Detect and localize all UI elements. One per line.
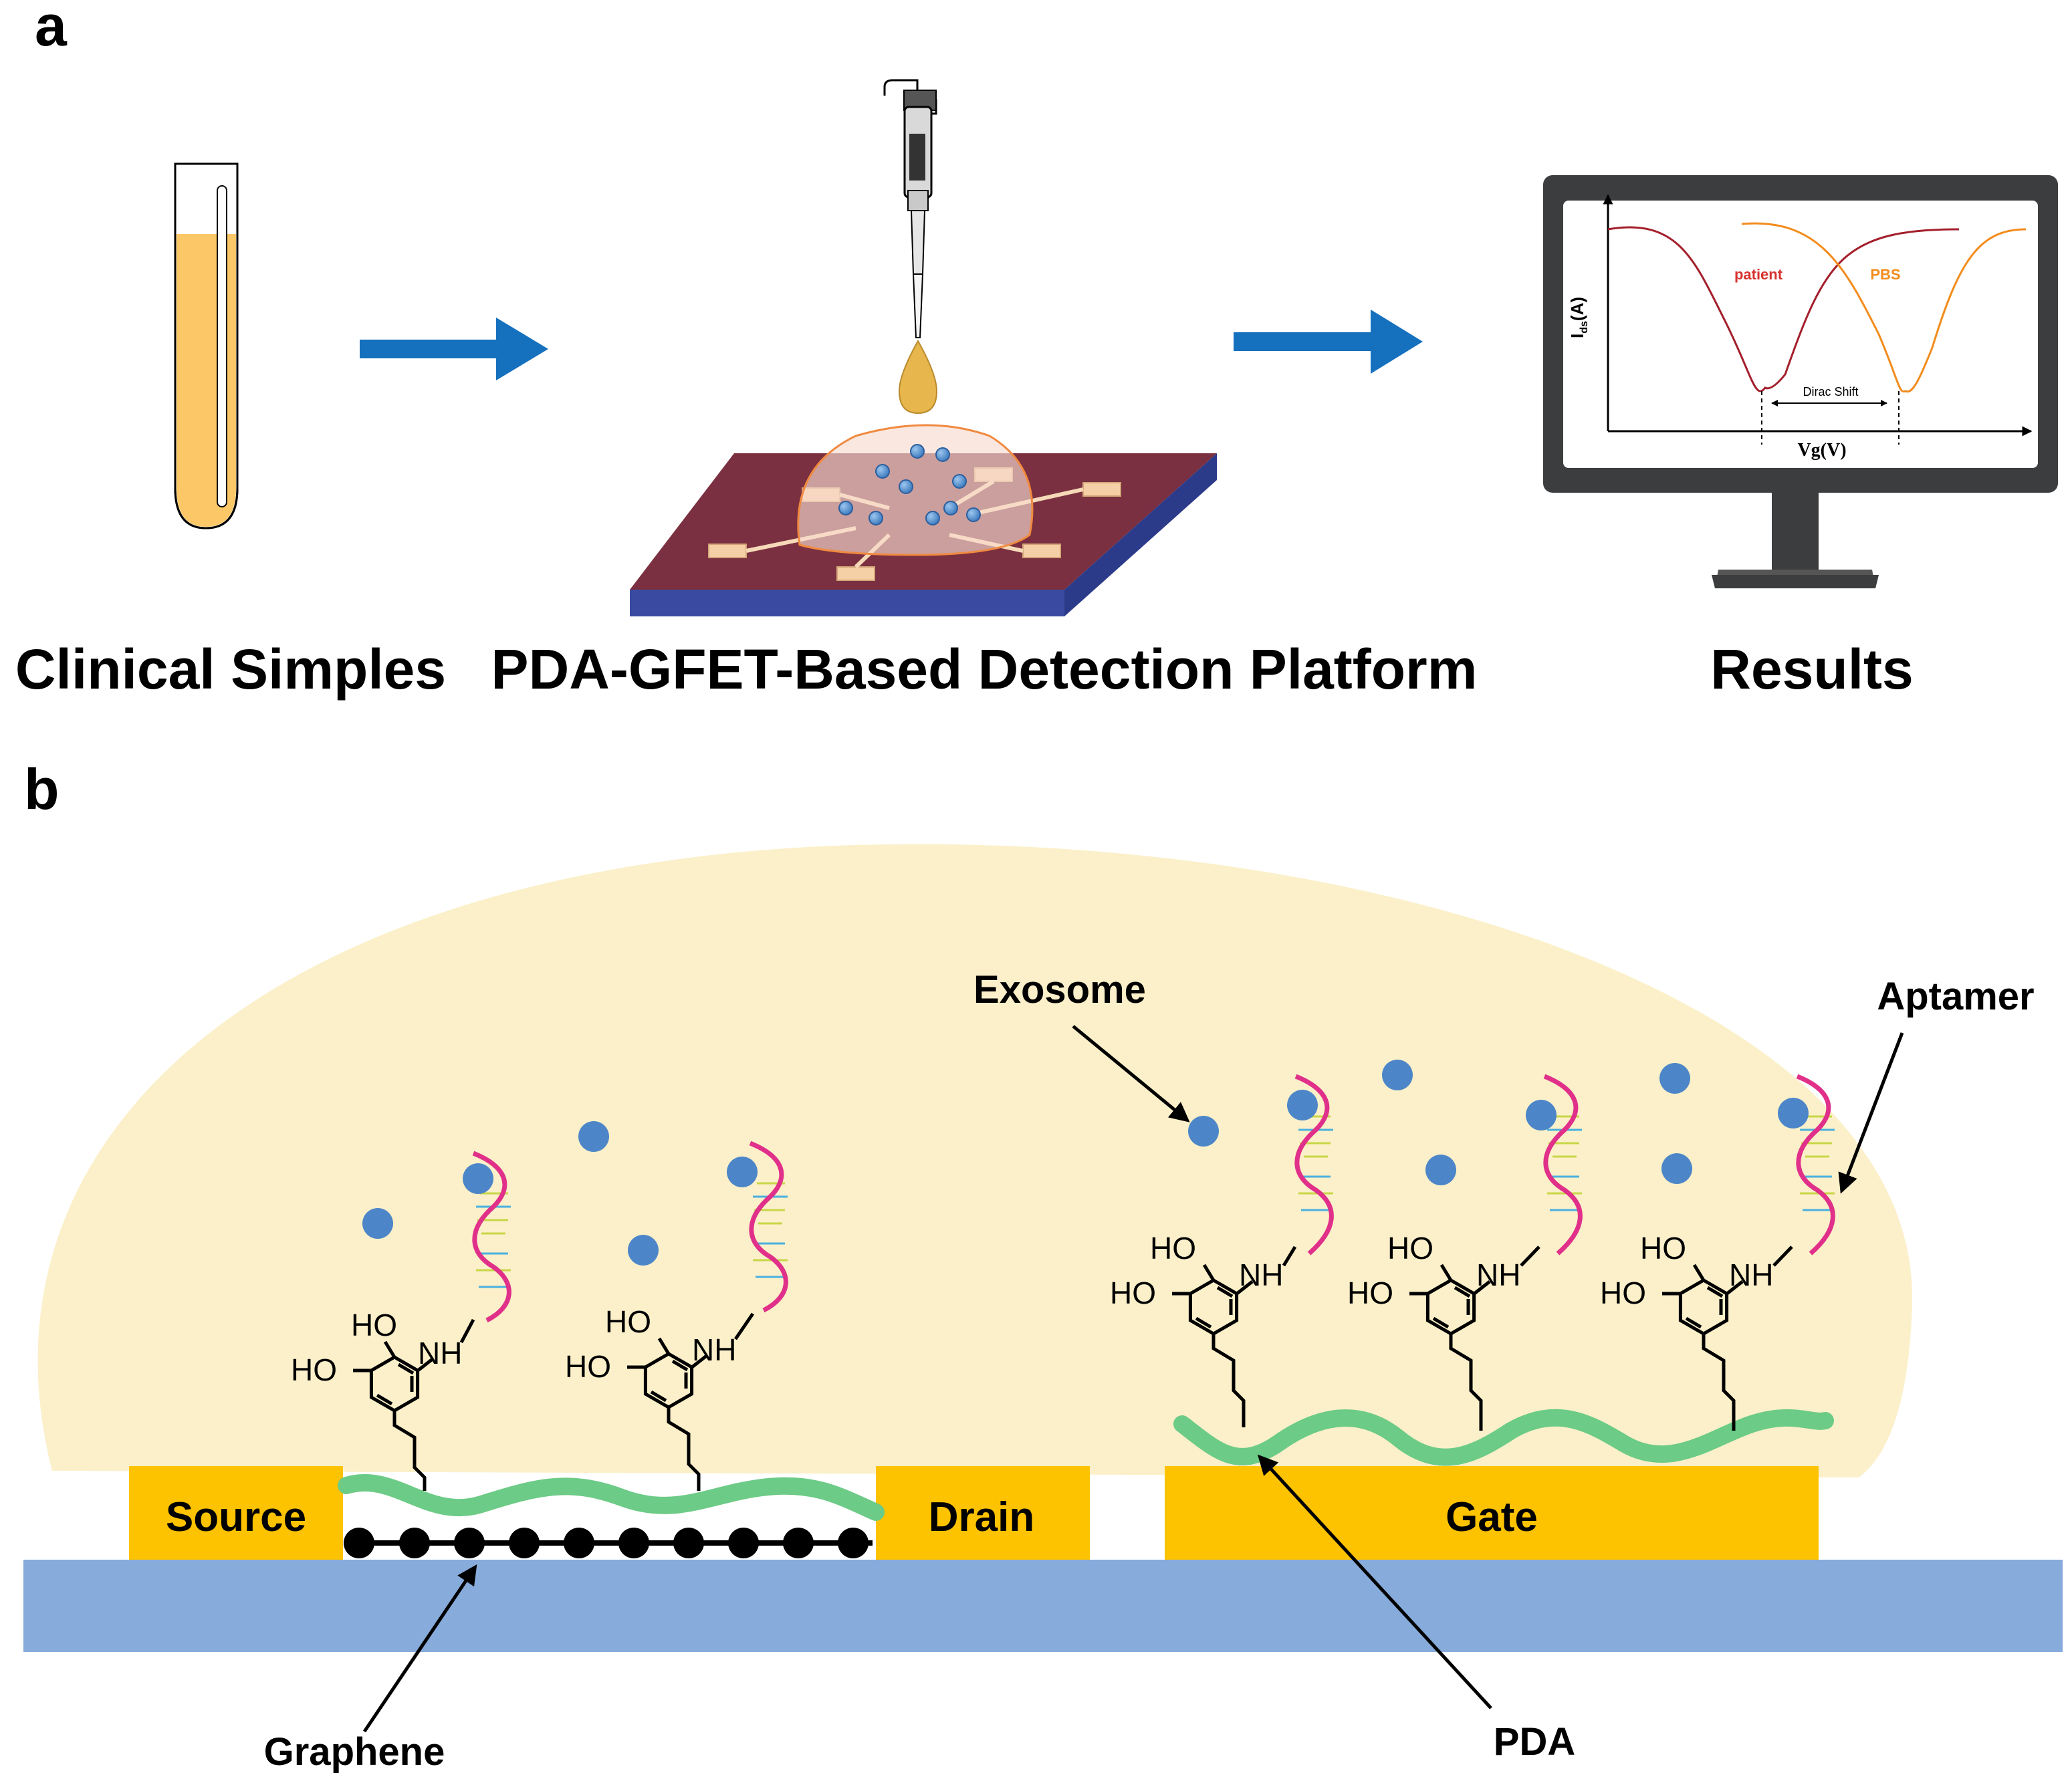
curve-pbs <box>1741 222 2027 393</box>
graphene-label: Graphene <box>264 1730 445 1774</box>
exosome <box>463 1163 493 1194</box>
graphene-chain <box>344 1528 873 1558</box>
svg-text:NH: NH <box>418 1336 462 1371</box>
droplet-icon <box>898 339 938 414</box>
panel-b: b Source Drain Gate <box>23 757 2063 1774</box>
pda-layer-gate <box>1173 1409 1834 1466</box>
test-tube-icon <box>174 162 239 529</box>
aptamer-strand-3 <box>1294 1074 1334 1256</box>
flow-arrow-1 <box>360 318 548 380</box>
pipette-icon <box>883 79 937 338</box>
exosome <box>362 1208 393 1239</box>
svg-text:HO: HO <box>1150 1231 1196 1266</box>
svg-text:HO: HO <box>291 1352 337 1387</box>
gate-electrode <box>1165 1466 1819 1560</box>
svg-text:HO: HO <box>1387 1231 1433 1266</box>
aptamer-pointer <box>1838 1032 1904 1194</box>
svg-text:NH: NH <box>1729 1258 1773 1292</box>
exosome-label: Exosome <box>973 968 1146 1011</box>
svg-text:NH: NH <box>692 1332 736 1367</box>
exosome <box>1287 1090 1318 1120</box>
pda-aptamer-unit-2: HO HO NH <box>565 1304 755 1491</box>
drain-electrode <box>876 1466 1090 1560</box>
aptamer-strand-1 <box>472 1151 511 1323</box>
exosome <box>1526 1100 1557 1130</box>
exosome <box>727 1157 758 1187</box>
exosome-pointer <box>1072 1025 1190 1122</box>
panel-b-letter: b <box>24 757 60 822</box>
aptamer-strand-5 <box>1796 1074 1835 1256</box>
pda-aptamer-unit-1: HO HO NH <box>291 1308 475 1491</box>
svg-text:HO: HO <box>1640 1231 1686 1266</box>
exosome <box>628 1235 659 1266</box>
gate-label: Gate <box>1446 1494 1538 1540</box>
flow-arrow-2 <box>1234 310 1423 374</box>
substrate <box>23 1560 2063 1652</box>
gfet-chip <box>630 424 1217 616</box>
svg-text:NH: NH <box>1476 1258 1520 1292</box>
step2-label: PDA-GFET-Based Detection Platform <box>491 638 1478 701</box>
source-electrode <box>129 1466 343 1560</box>
step1-label: Clinical Simples <box>15 638 446 701</box>
graphene-pointer <box>362 1564 477 1733</box>
drain-label: Drain <box>929 1494 1034 1540</box>
svg-text:NH: NH <box>1239 1258 1283 1292</box>
pda-label: PDA <box>1494 1720 1575 1764</box>
exosome <box>1382 1060 1413 1090</box>
exosome <box>1188 1116 1219 1147</box>
monitor-icon <box>1543 175 2058 588</box>
pda-layer-channel <box>338 1473 885 1521</box>
svg-text:HO: HO <box>565 1349 611 1384</box>
step3-label: Results <box>1710 638 1913 701</box>
svg-text:HO: HO <box>1600 1276 1646 1310</box>
dirac-shift-label: Dirac Shift <box>1803 385 1858 398</box>
curve-patient <box>1607 226 1960 392</box>
exosome-particles <box>362 1060 1809 1266</box>
solution-droplet <box>37 844 1913 1477</box>
svg-text:HO: HO <box>351 1308 397 1342</box>
panel-a-letter: a <box>35 0 68 58</box>
pbs-label: PBS <box>1870 266 1900 283</box>
exosome <box>1425 1155 1456 1185</box>
source-label: Source <box>166 1494 306 1540</box>
exosome <box>1661 1153 1692 1184</box>
y-axis-label: Ids(A) <box>1567 297 1590 338</box>
svg-text:HO: HO <box>1347 1276 1393 1310</box>
x-axis-label: Vg(V) <box>1797 440 1846 461</box>
svg-text:HO: HO <box>605 1304 651 1339</box>
patient-label: patient <box>1734 266 1783 283</box>
aptamer-strand-4 <box>1543 1074 1583 1256</box>
aptamer-strand-2 <box>749 1141 788 1313</box>
panel-a: a <box>15 0 2058 701</box>
svg-text:HO: HO <box>1110 1276 1156 1310</box>
pda-pointer <box>1257 1454 1492 1709</box>
aptamer-label: Aptamer <box>1877 975 2034 1018</box>
pda-aptamer-unit-5: HO HO NH <box>1600 1231 1793 1431</box>
pda-aptamer-unit-4: HO HO NH <box>1347 1231 1540 1431</box>
exosome <box>1659 1063 1690 1094</box>
monitor-plot: Dirac Shift patient PBS Vg(V) Ids(A) <box>1567 194 2033 461</box>
pda-aptamer-unit-3: HO HO NH <box>1110 1231 1297 1427</box>
exosome <box>578 1121 609 1152</box>
exosome <box>1778 1098 1809 1128</box>
